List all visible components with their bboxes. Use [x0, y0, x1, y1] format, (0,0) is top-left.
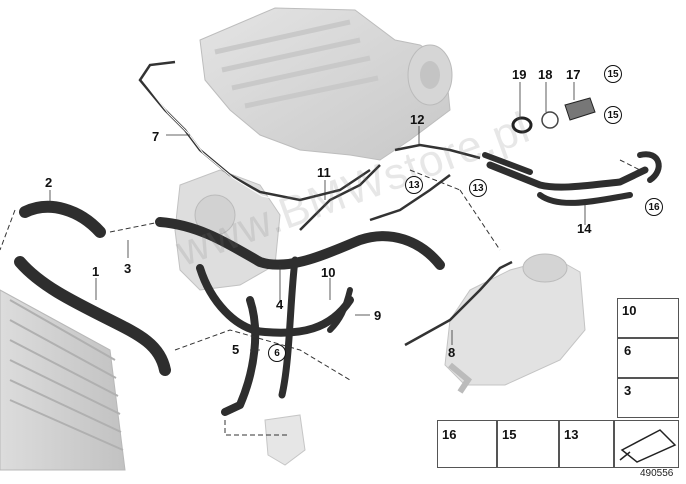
legend-box-arrow: [614, 420, 679, 468]
expansion-tank: [444, 253, 586, 394]
hose-1: [14, 256, 171, 376]
pipe-7-inner: [143, 65, 373, 205]
legend-box-15-number: 15: [502, 427, 517, 442]
leader-lines: [0, 159, 641, 436]
callout-8: 8: [448, 345, 456, 360]
callout-3: 3: [124, 261, 132, 276]
legend-box-15: 15: [497, 420, 559, 468]
clamp-parts: [511, 97, 596, 134]
legend-box-13: 13: [559, 420, 614, 468]
legend-box-13-number: 13: [564, 427, 579, 442]
callout-5: 5: [232, 342, 240, 357]
legend-box-6: 6: [617, 338, 679, 378]
pipe-7: [138, 60, 371, 202]
hose-14b: [482, 152, 633, 206]
circled-15-a: 15: [604, 65, 622, 83]
pipe-12: [394, 143, 481, 160]
document-number: 490556: [640, 468, 674, 479]
pipe-8: [404, 260, 513, 347]
callout-2: 2: [45, 175, 53, 190]
legend-box-16: 16: [437, 420, 497, 468]
hose-14: [486, 161, 649, 191]
callout-leaders: [49, 82, 586, 351]
callout-12: 12: [410, 112, 425, 127]
callout-10: 10: [321, 265, 336, 280]
legend-box-16-number: 16: [442, 427, 457, 442]
small-reservoir: [264, 414, 306, 466]
callout-7: 7: [152, 129, 160, 144]
hose-5c: [278, 256, 299, 399]
direction-arrow-icon: [619, 429, 677, 463]
legend-box-10: 10: [617, 298, 679, 338]
callout-18: 18: [538, 67, 553, 82]
circled-16: 16: [645, 198, 663, 216]
legend-box-3-number: 3: [624, 383, 632, 398]
legend-box-3: 3: [617, 378, 679, 418]
legend-box-6-number: 6: [624, 343, 632, 358]
hose-5b: [196, 264, 354, 337]
circled-15-b: 15: [604, 106, 622, 124]
callout-19: 19: [512, 67, 527, 82]
radiator: [0, 289, 126, 471]
callout-17: 17: [566, 67, 581, 82]
circled-13-b: 13: [469, 179, 487, 197]
callout-1: 1: [92, 264, 100, 279]
circled-13-a: 13: [405, 176, 423, 194]
engine-block: [199, 7, 453, 161]
hose-9: [327, 287, 353, 333]
pipe-11: [299, 164, 381, 231]
callout-11: 11: [317, 165, 331, 180]
legend-box-10-number: 10: [622, 303, 637, 318]
hose-2: [19, 200, 106, 238]
callout-14: 14: [577, 221, 592, 236]
hose-5: [221, 296, 260, 416]
callout-9: 9: [374, 308, 382, 323]
hose-4: [155, 217, 445, 270]
circled-6: 6: [268, 344, 286, 362]
hose-14c: [637, 151, 662, 183]
callout-4: 4: [276, 297, 284, 312]
hoses: [14, 151, 662, 416]
